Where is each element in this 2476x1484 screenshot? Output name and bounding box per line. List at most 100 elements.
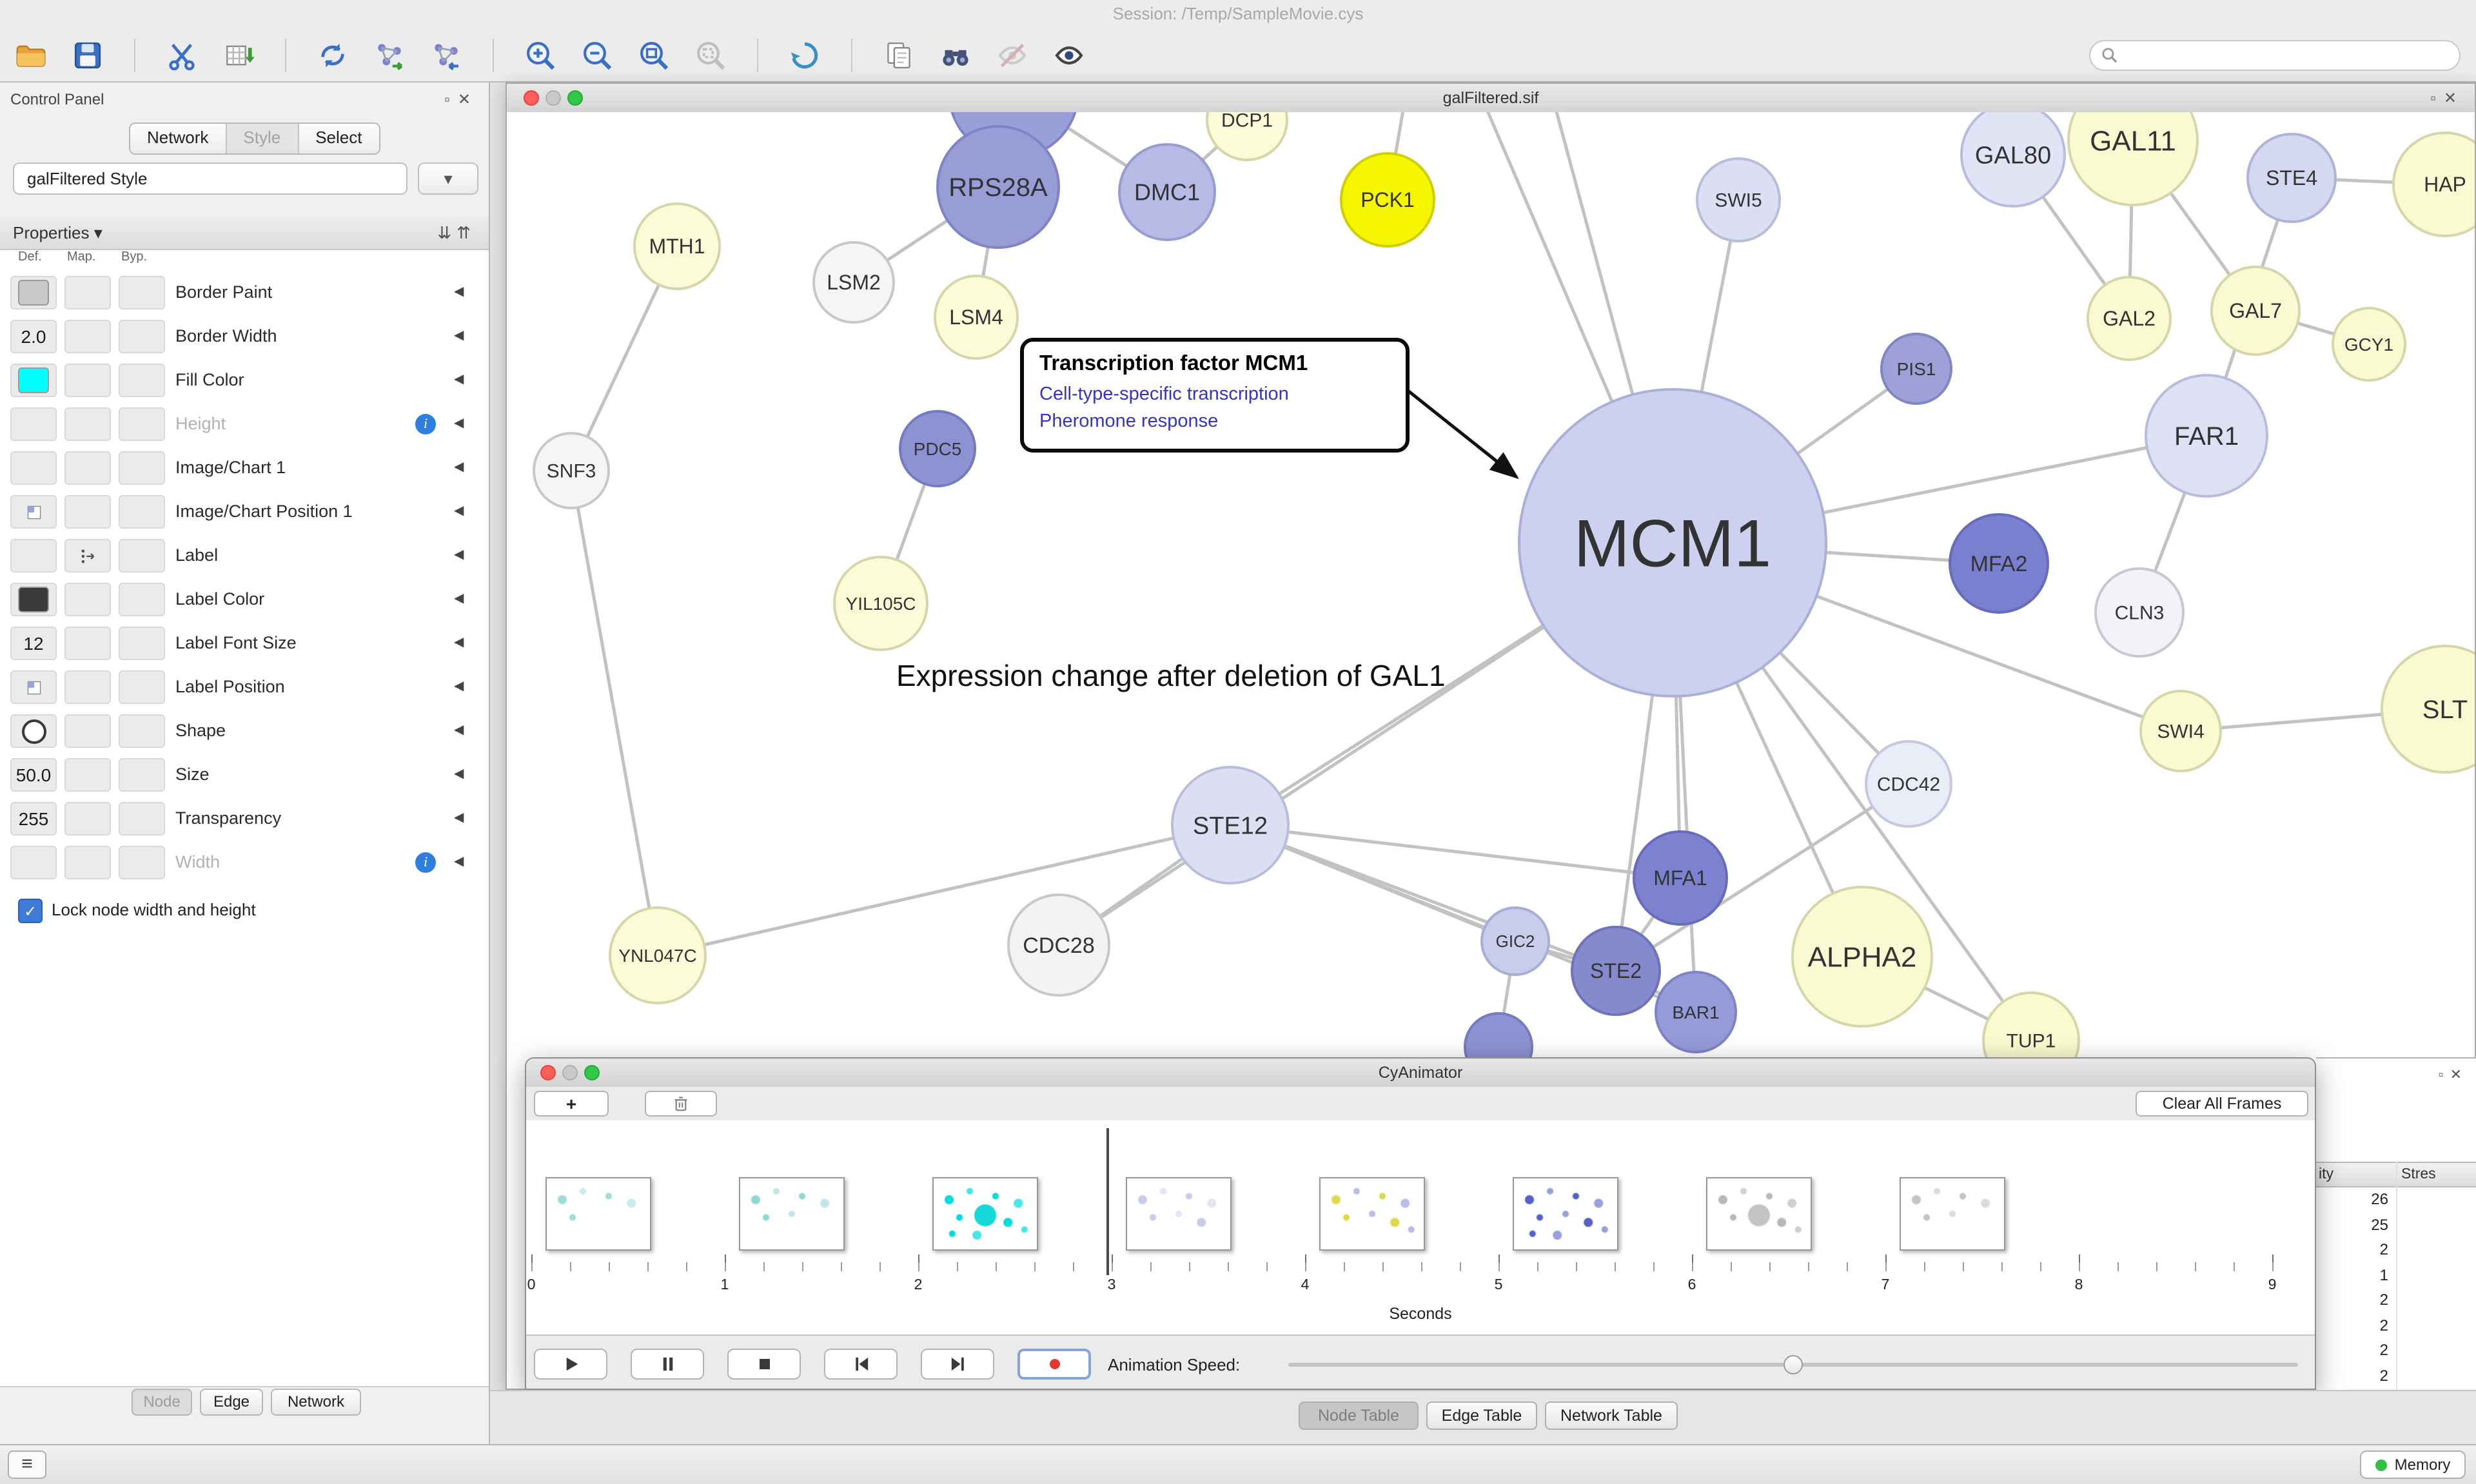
node-HAP[interactable]: HAP <box>2392 132 2475 237</box>
property-byp-cell[interactable] <box>119 627 165 660</box>
node-BAR1[interactable]: BAR1 <box>1655 971 1737 1053</box>
node-GAL80[interactable]: GAL80 <box>1960 112 2066 208</box>
node-STE12[interactable]: STE12 <box>1171 766 1290 884</box>
stop-button[interactable] <box>727 1349 801 1380</box>
table-col-header[interactable]: ity <box>2319 1167 2334 1182</box>
import-table-icon[interactable] <box>221 37 257 73</box>
table-row[interactable]: 2 <box>2316 1313 2476 1338</box>
property-def-cell[interactable]: 255 <box>10 802 57 835</box>
node-PIS1[interactable]: PIS1 <box>1880 333 1952 405</box>
info-icon[interactable]: i <box>415 414 436 434</box>
property-map-cell[interactable] <box>64 758 111 792</box>
node-PCK1[interactable]: PCK1 <box>1340 152 1435 248</box>
expand-row-icon[interactable]: ◀ <box>454 504 464 518</box>
expand-row-icon[interactable]: ◀ <box>454 329 464 343</box>
node-LSM2[interactable]: LSM2 <box>812 241 895 324</box>
frame-thumbnail-7[interactable] <box>1900 1177 2005 1251</box>
show-details-icon[interactable] <box>1051 37 1087 73</box>
table-row[interactable]: 25 <box>2316 1213 2476 1238</box>
expand-all-icon[interactable]: ⇈ <box>457 223 476 242</box>
property-row-label[interactable]: Label◀ <box>0 534 489 578</box>
property-map-cell[interactable] <box>64 846 111 879</box>
property-def-cell[interactable] <box>10 714 57 748</box>
table-row[interactable]: 2 <box>2316 1238 2476 1263</box>
memory-button[interactable]: Memory <box>2360 1450 2466 1479</box>
search-input[interactable] <box>2127 44 2449 66</box>
node-YIL105C[interactable]: YIL105C <box>833 556 928 651</box>
property-map-cell[interactable] <box>64 407 111 441</box>
expand-row-icon[interactable]: ◀ <box>454 592 464 606</box>
property-row-image-chart-position-1[interactable]: Image/Chart Position 1◀ <box>0 490 489 534</box>
frame-thumbnail-4[interactable] <box>1319 1177 1425 1251</box>
node-YNL047C[interactable]: YNL047C <box>609 906 707 1004</box>
minimize-window-icon[interactable] <box>562 1065 578 1080</box>
frame-thumbnail-0[interactable] <box>545 1177 651 1251</box>
zoom-window-icon[interactable] <box>567 90 583 106</box>
annotation-link[interactable]: Cell-type-specific transcription <box>1039 384 1289 405</box>
frame-thumbnail-1[interactable] <box>739 1177 845 1251</box>
cyanimator-titlebar[interactable]: CyAnimator <box>526 1059 2315 1088</box>
property-byp-cell[interactable] <box>119 451 165 485</box>
export-network-icon[interactable] <box>428 37 464 73</box>
close-window-icon[interactable] <box>524 90 539 106</box>
expand-row-icon[interactable]: ◀ <box>454 767 464 781</box>
node-SWI5[interactable]: SWI5 <box>1696 157 1781 242</box>
frame-thumbnail-5[interactable] <box>1513 1177 1618 1251</box>
frame-thumbnail-3[interactable] <box>1126 1177 1232 1251</box>
open-session-icon[interactable] <box>13 37 49 73</box>
table-row[interactable]: 26 <box>2316 1187 2476 1213</box>
node-CLN3[interactable]: CLN3 <box>2094 567 2185 658</box>
property-def-cell[interactable]: 12 <box>10 627 57 660</box>
expand-row-icon[interactable]: ◀ <box>454 460 464 474</box>
node-ALPHA2[interactable]: ALPHA2 <box>1791 886 1933 1028</box>
edge-SNF3-YNL047C[interactable] <box>569 470 660 956</box>
property-byp-cell[interactable] <box>119 714 165 748</box>
close-window-icon[interactable] <box>540 1065 556 1080</box>
expand-row-icon[interactable]: ◀ <box>454 373 464 387</box>
style-options-button[interactable]: ▾ <box>418 162 478 195</box>
node-SNF3[interactable]: SNF3 <box>533 432 610 509</box>
property-map-cell[interactable] <box>64 627 111 660</box>
node-MTH1[interactable]: MTH1 <box>633 202 721 290</box>
property-def-cell[interactable]: 50.0 <box>10 758 57 792</box>
annotation-link[interactable]: Pheromone response <box>1039 411 1219 433</box>
node-MFA1[interactable]: MFA1 <box>1633 830 1728 926</box>
node-RPS28A[interactable]: RPS28A <box>936 125 1060 249</box>
properties-header[interactable]: Properties ▾ ⇊⇈ <box>0 217 489 250</box>
edge-STE12-YNL047C[interactable] <box>657 823 1231 957</box>
property-map-cell[interactable] <box>64 451 111 485</box>
node-MFA2[interactable]: MFA2 <box>1949 513 2049 614</box>
sync-session-icon[interactable] <box>315 37 351 73</box>
save-session-icon[interactable] <box>70 37 106 73</box>
zoom-in-icon[interactable] <box>522 37 558 73</box>
expand-row-icon[interactable]: ◀ <box>454 855 464 869</box>
style-dropdown[interactable]: galFiltered Style <box>13 162 408 195</box>
add-frame-button[interactable]: + <box>534 1091 609 1117</box>
expand-row-icon[interactable]: ◀ <box>454 636 464 650</box>
property-byp-cell[interactable] <box>119 364 165 397</box>
hide-details-icon[interactable] <box>994 37 1030 73</box>
annotation-box[interactable]: Transcription factor MCM1 Cell-type-spec… <box>1020 338 1410 453</box>
frame-thumbnail-2[interactable] <box>932 1177 1038 1251</box>
table-row[interactable]: 2 <box>2316 1363 2476 1389</box>
float-panel-icon[interactable]: ▫ <box>444 90 458 108</box>
property-byp-cell[interactable] <box>119 583 165 616</box>
expand-row-icon[interactable]: ◀ <box>454 416 464 431</box>
property-byp-cell[interactable] <box>119 670 165 704</box>
pause-button[interactable] <box>631 1349 704 1380</box>
minimize-window-icon[interactable] <box>545 90 561 106</box>
property-byp-cell[interactable] <box>119 758 165 792</box>
property-def-cell[interactable] <box>10 846 57 879</box>
property-row-label-position[interactable]: Label Position◀ <box>0 665 489 709</box>
property-def-cell[interactable] <box>10 451 57 485</box>
tab-edge[interactable]: Edge <box>200 1389 263 1416</box>
property-byp-cell[interactable] <box>119 539 165 572</box>
search-box[interactable] <box>2089 40 2461 71</box>
property-row-shape[interactable]: Shape◀ <box>0 709 489 753</box>
frame-thumbnail-6[interactable] <box>1706 1177 1812 1251</box>
tab-network-table[interactable]: Network Table <box>1545 1401 1678 1430</box>
